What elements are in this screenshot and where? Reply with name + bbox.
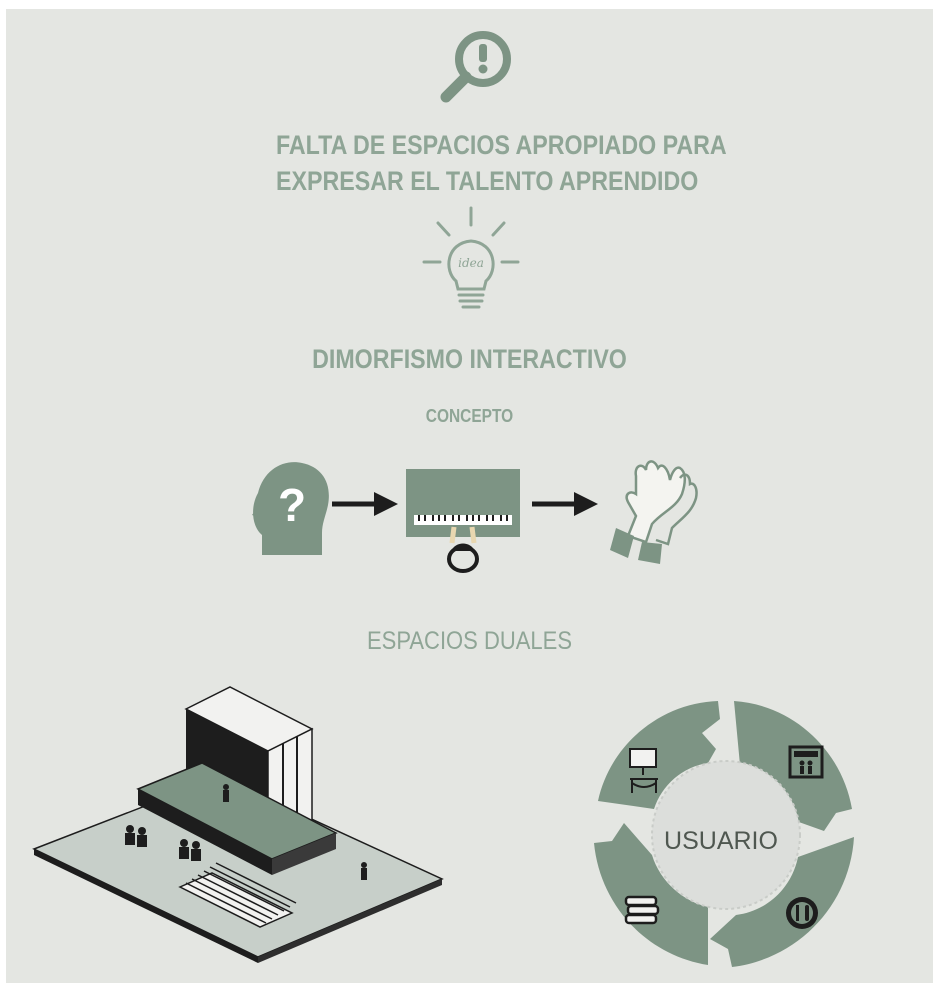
usuario-label: USUARIO <box>664 827 778 855</box>
cycle-segment-top-left <box>598 701 720 809</box>
dual-spaces-label: ESPACIOS DUALES <box>366 627 572 655</box>
books-icon <box>624 895 660 925</box>
piano-player-icon <box>406 469 520 573</box>
lightbulb-icon: idea <box>422 206 520 309</box>
problem-line-2: EXPRESAR EL TALENTO APRENDIDO <box>276 166 699 196</box>
head-question-icon: ? <box>252 462 329 555</box>
cycle-segment-bottom-right <box>710 837 854 967</box>
isometric-building-illustration <box>32 686 444 963</box>
stage-theater-icon <box>788 745 824 779</box>
cycle-segment-top-right <box>734 701 852 831</box>
concept-name: DIMORFISMO INTERACTIVO <box>312 344 627 374</box>
museum-exhibit-icon <box>629 748 658 793</box>
dining-icon <box>786 897 818 929</box>
user-cycle-diagram <box>594 701 854 967</box>
cycle-segment-bottom-left <box>594 823 708 965</box>
arrow-right-icon <box>332 492 398 516</box>
concept-label: CONCEPTO <box>425 406 514 426</box>
svg-text:?: ? <box>278 479 306 531</box>
problem-line-1: FALTA DE ESPACIOS APROPIADO PARA <box>276 130 727 160</box>
clapping-hands-icon <box>610 460 698 564</box>
problem-statement: FALTA DE ESPACIOS APROPIADO PARA EXPRESA… <box>276 127 727 199</box>
infographic-board: FALTA DE ESPACIOS APROPIADO PARA EXPRESA… <box>6 9 933 983</box>
bulb-text: idea <box>458 256 484 270</box>
magnifier-exclamation-icon <box>440 31 511 103</box>
arrow-right-icon <box>532 492 598 516</box>
